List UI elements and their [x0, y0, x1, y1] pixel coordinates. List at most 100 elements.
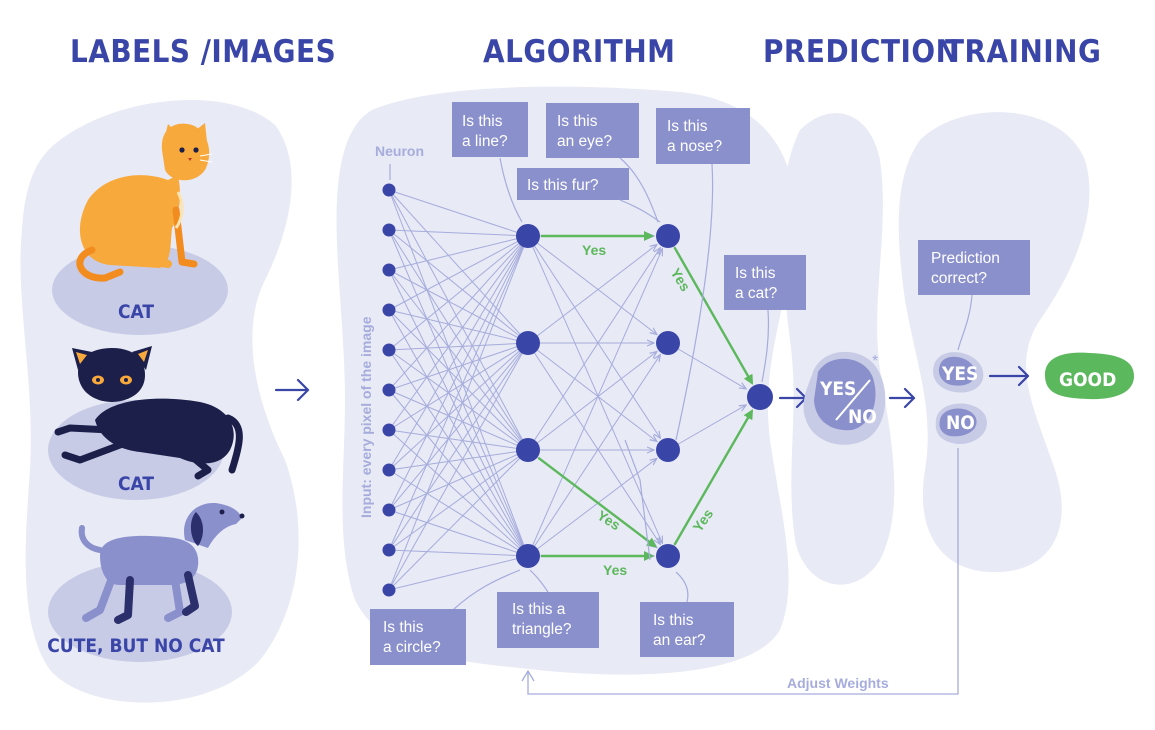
hidden-neuron-layer1: [516, 224, 540, 248]
network-edge: [388, 429, 529, 557]
output-neuron: [747, 384, 773, 410]
network-edge: [527, 235, 660, 438]
neuron-label: Neuron: [375, 143, 424, 159]
svg-text:correct?: correct?: [931, 270, 987, 287]
input-neuron: [382, 183, 396, 197]
question-line: Is this a line?: [452, 102, 528, 157]
network-edge: [388, 235, 529, 471]
yes-arrow-to-output-upper: [673, 246, 754, 385]
adjust-weights-arrowhead: [521, 669, 535, 682]
question-eye: Is this an eye?: [546, 103, 639, 158]
svg-text:triangle?: triangle?: [512, 621, 572, 638]
svg-text:Is this: Is this: [383, 619, 424, 636]
question-circle: Is this a circle?: [370, 609, 466, 665]
question-prediction-correct: Prediction correct?: [918, 240, 1030, 295]
network-edge: [388, 189, 529, 344]
network-edge: [388, 342, 529, 431]
network-edge: [527, 458, 657, 557]
network-edge: [388, 189, 529, 237]
network-edge: [388, 555, 529, 591]
header-algorithm: ALGORITHM: [483, 34, 675, 70]
network-edge: [388, 309, 529, 557]
network-edge: [527, 249, 662, 557]
hidden-neuron-layer2: [656, 224, 680, 248]
network-edge: [527, 248, 660, 451]
black-cat-icon: [54, 346, 243, 480]
network-edge: [388, 235, 529, 391]
prediction-asterisk: *: [872, 353, 878, 370]
input-label: Input: every pixel of the image: [358, 316, 374, 518]
question-triangle: Is this a triangle?: [497, 592, 599, 648]
svg-text:a cat?: a cat?: [735, 285, 778, 302]
network-edge: [388, 269, 529, 451]
network-edge: [527, 342, 657, 441]
network-edge: [388, 269, 529, 344]
network-edge: [388, 509, 529, 557]
svg-text:Prediction: Prediction: [931, 250, 1000, 267]
adjust-weights-line: [527, 448, 959, 695]
network-edge: [527, 355, 660, 557]
prediction-to-training-arrow: [888, 387, 916, 409]
question-cat: Is this a cat?: [724, 255, 806, 310]
network-edge: [527, 245, 657, 344]
good-badge: [1045, 352, 1134, 400]
network-edge: [388, 189, 529, 451]
training-no-text: NO: [946, 412, 975, 434]
header-training: TRAINING: [945, 34, 1101, 70]
training-yes-text: YES: [941, 363, 978, 385]
network-edge: [388, 549, 529, 557]
orange-cat-icon: [76, 123, 213, 282]
network-edge: [388, 342, 529, 591]
network-edge: [388, 235, 529, 591]
hidden-neuron-layer2: [656, 544, 680, 568]
prediction-badge: [803, 351, 886, 445]
input-neuron: [382, 223, 396, 237]
network-edge: [388, 449, 529, 591]
svg-text:a line?: a line?: [462, 133, 508, 150]
network-edge: [388, 309, 529, 344]
network-edge: [388, 342, 529, 551]
network-edge: [388, 449, 529, 511]
network-edge: [388, 229, 529, 451]
yes-arrow-diagonal: [537, 456, 657, 548]
network-edge: [388, 235, 529, 551]
input-neuron: [382, 543, 396, 557]
network-edge: [527, 352, 657, 451]
dog-label: CUTE, BUT NO CAT: [47, 635, 225, 657]
svg-text:Is this fur?: Is this fur?: [527, 177, 599, 194]
prediction-yes-text: YES: [819, 378, 856, 400]
network-edge: [388, 349, 529, 451]
dog-icon: [78, 502, 245, 624]
hidden-neuron-layer1: [516, 331, 540, 355]
network-edge: [388, 235, 529, 431]
images-to-algorithm-arrow: [274, 378, 310, 402]
training-yes-badge: [933, 352, 984, 393]
cat1-shadow: [52, 245, 228, 335]
input-neuron: [382, 423, 396, 437]
header-prediction: PREDICTION: [763, 34, 959, 70]
training-blob: [898, 112, 1090, 573]
input-neuron: [382, 343, 396, 357]
network-edge: [527, 235, 657, 334]
cat1-label: CAT: [118, 301, 154, 323]
input-neuron: [382, 503, 396, 517]
training-no-badge: [935, 403, 987, 445]
network-edge: [527, 235, 662, 543]
input-neuron: [382, 463, 396, 477]
hidden-neuron-layer1: [516, 544, 540, 568]
yes-path-arrows: [537, 231, 754, 561]
svg-text:a circle?: a circle?: [383, 639, 441, 656]
input-neuron: [382, 583, 396, 597]
network-edge: [388, 309, 529, 451]
svg-text:an eye?: an eye?: [557, 133, 613, 150]
svg-text:Is this a: Is this a: [512, 601, 566, 618]
network-edge: [667, 405, 746, 451]
hidden-neuron-layer1: [516, 438, 540, 462]
dog-shadow: [48, 562, 232, 662]
question-pointers: [453, 157, 770, 610]
svg-text:Is this: Is this: [735, 265, 776, 282]
network-edge: [388, 235, 529, 311]
question-ear: Is this an ear?: [640, 602, 734, 657]
network-edge: [388, 342, 529, 471]
